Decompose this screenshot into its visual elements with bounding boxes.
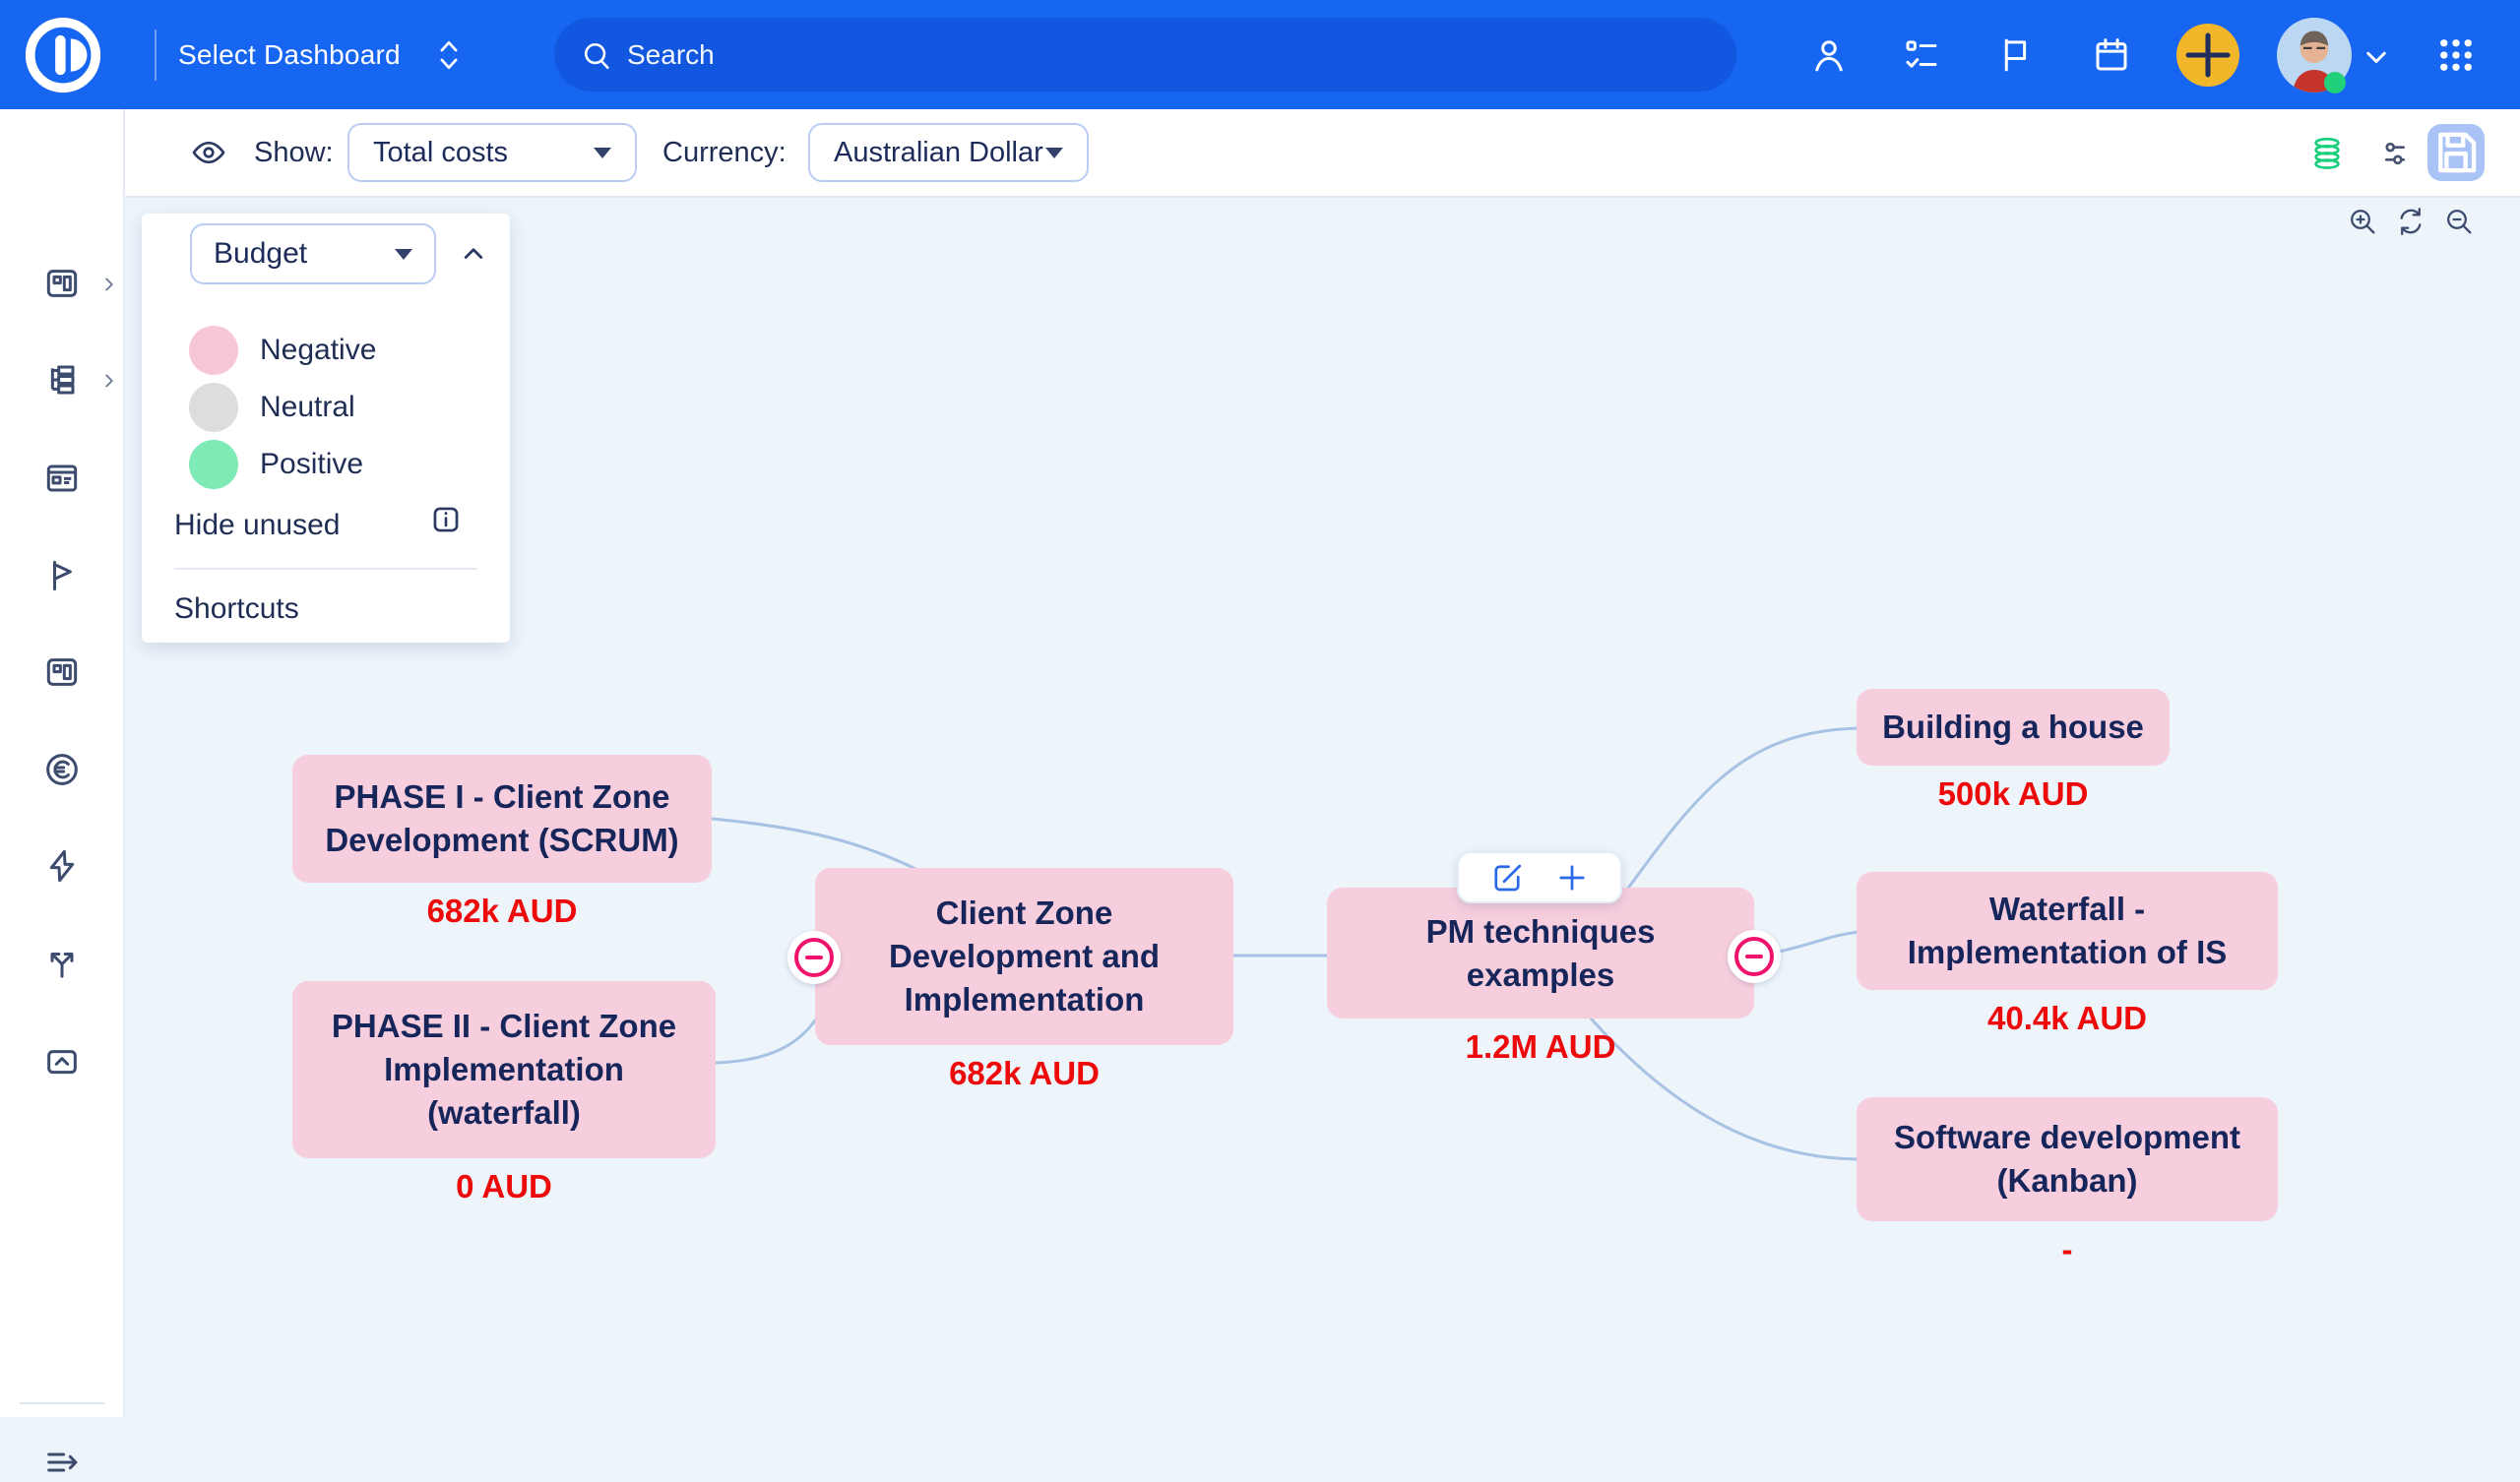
global-search (554, 18, 1736, 92)
legend-metric-select[interactable]: Budget (190, 223, 436, 284)
apps-grid-icon[interactable] (2435, 34, 2477, 76)
quick-add-button[interactable] (2176, 24, 2239, 87)
show-label: Show: (254, 136, 334, 168)
zoom-out-icon[interactable] (2443, 206, 2475, 237)
node-waterfall-is: Waterfall - Implementation of IS 40.4k A… (1857, 872, 2278, 1040)
collapse-button-pm-techniques[interactable] (1728, 930, 1781, 983)
divider (20, 1402, 104, 1404)
dashboard-selector-label: Select Dashboard (178, 38, 401, 70)
minus-icon (794, 938, 834, 977)
legend-panel: Budget Negative Neutral Positive Hide un… (142, 214, 510, 643)
node-phase2-box[interactable]: PHASE II - Client Zone Implementation (w… (292, 981, 716, 1158)
archive-icon[interactable] (42, 1042, 82, 1081)
caret-down-icon (594, 147, 611, 158)
search-icon (580, 38, 613, 72)
node-phase1-value: 682k AUD (426, 893, 578, 929)
collapse-button-client-zone[interactable] (788, 931, 841, 984)
show-select-value: Total costs (373, 136, 508, 168)
node-building-house-value: 500k AUD (1937, 775, 2089, 812)
node-client-zone: Client Zone Development and Implementati… (815, 868, 1233, 1095)
left-sidebar (0, 109, 125, 1472)
calendar-icon[interactable] (2091, 34, 2132, 76)
shortcuts-toggle[interactable]: Shortcuts (174, 592, 299, 625)
sprint-flag-icon[interactable] (42, 556, 82, 595)
node-pm-techniques: PM techniques examples 1.2M AUD (1327, 888, 1754, 1069)
currency-label: Currency: (662, 136, 787, 168)
projects-icon[interactable] (42, 459, 82, 498)
chevron-right-icon[interactable] (98, 370, 120, 392)
caret-down-icon (1045, 147, 1063, 158)
node-software-dev: Software development (Kanban) - (1857, 1097, 2278, 1271)
node-building-house-box[interactable]: Building a house (1857, 689, 2170, 766)
boards-icon[interactable] (42, 652, 82, 692)
node-action-toolbar (1457, 851, 1622, 903)
refresh-icon[interactable] (2395, 206, 2426, 237)
node-phase2: PHASE II - Client Zone Implementation (w… (292, 981, 716, 1208)
node-waterfall-is-box[interactable]: Waterfall - Implementation of IS (1857, 872, 2278, 990)
zoom-in-icon[interactable] (2347, 206, 2378, 237)
search-input[interactable] (627, 38, 1711, 71)
eye-icon (190, 134, 227, 171)
quick-actions-icon[interactable] (42, 846, 82, 886)
person-icon[interactable] (1808, 34, 1850, 76)
edit-node-icon[interactable] (1489, 860, 1525, 895)
money-icon[interactable] (42, 750, 82, 789)
collapse-sidebar-icon[interactable] (42, 1443, 82, 1482)
view-toolbar: Show: Total costs Currency: Australian D… (125, 109, 2520, 198)
node-phase2-value: 0 AUD (456, 1168, 552, 1204)
chevron-down-icon[interactable] (2359, 39, 2394, 75)
flag-icon[interactable] (1994, 34, 2036, 76)
node-phase1: PHASE I - Client Zone Development (SCRUM… (292, 755, 712, 933)
chevron-right-icon[interactable] (98, 274, 120, 295)
project-tree-icon[interactable] (42, 360, 82, 400)
database-icon[interactable] (2308, 135, 2346, 172)
legend-item-neutral: Neutral (189, 383, 355, 432)
negative-color-dot (189, 326, 238, 375)
node-waterfall-is-value: 40.4k AUD (1986, 1000, 2148, 1036)
hide-unused-label: Hide unused (174, 509, 341, 541)
divider (155, 30, 157, 81)
info-icon[interactable] (429, 503, 463, 536)
node-pm-techniques-box[interactable]: PM techniques examples (1327, 888, 1754, 1019)
node-client-zone-box[interactable]: Client Zone Development and Implementati… (815, 868, 1233, 1045)
node-phase1-box[interactable]: PHASE I - Client Zone Development (SCRUM… (292, 755, 712, 883)
legend-metric-value: Budget (214, 237, 308, 270)
chevron-up-down-icon (432, 35, 466, 75)
add-node-icon[interactable] (1554, 860, 1590, 895)
node-pm-techniques-value: 1.2M AUD (1465, 1028, 1616, 1065)
top-navigation-bar: Select Dashboard (0, 0, 2520, 109)
save-button[interactable] (2427, 124, 2485, 181)
checklist-icon[interactable] (1901, 34, 1942, 76)
currency-select-value: Australian Dollar (834, 136, 1043, 168)
dashboards-icon[interactable] (42, 264, 82, 303)
neutral-color-dot (189, 383, 238, 432)
currency-select[interactable]: Australian Dollar (808, 123, 1089, 182)
show-select[interactable]: Total costs (347, 123, 637, 182)
online-status-dot (2324, 72, 2346, 93)
node-software-dev-box[interactable]: Software development (Kanban) (1857, 1097, 2278, 1221)
caret-down-icon (395, 248, 412, 260)
node-software-dev-value: - (2061, 1231, 2073, 1267)
chevron-up-icon[interactable] (457, 237, 490, 271)
app-logo[interactable] (22, 14, 104, 96)
node-building-house: Building a house 500k AUD (1857, 689, 2170, 816)
workflow-split-icon[interactable] (42, 943, 82, 982)
minus-icon (1734, 937, 1774, 976)
dashboard-selector[interactable]: Select Dashboard (178, 0, 466, 109)
node-client-zone-value: 682k AUD (949, 1055, 1100, 1091)
legend-item-positive: Positive (189, 440, 363, 489)
positive-color-dot (189, 440, 238, 489)
legend-item-negative: Negative (189, 326, 376, 375)
sliders-icon[interactable] (2376, 135, 2414, 172)
divider (174, 568, 477, 570)
